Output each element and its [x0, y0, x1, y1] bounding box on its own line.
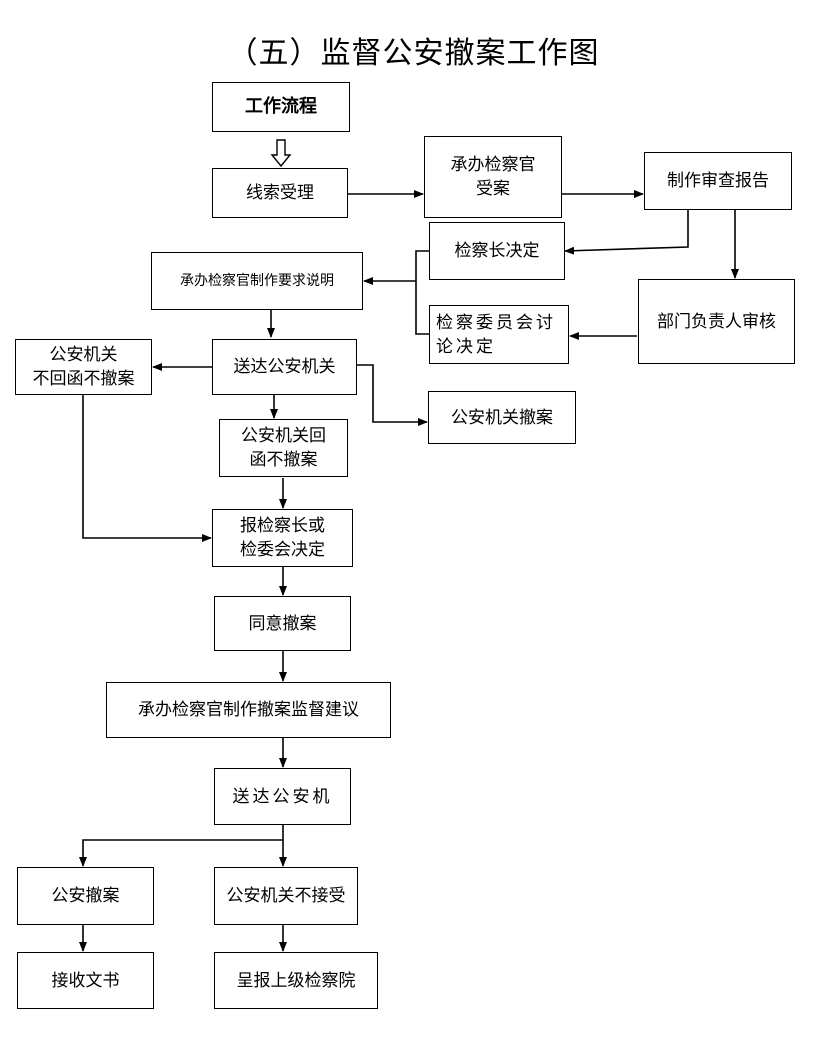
bracket-chief-committee: [415, 250, 429, 335]
box-clue-accept: 线索受理: [212, 168, 348, 218]
box-chief-decide: 检察长决定: [429, 222, 565, 280]
box-dept-head-review: 部门负责人审核: [638, 279, 795, 364]
box-request-explain: 承办检察官制作要求说明: [151, 252, 363, 310]
box-agree-withdraw: 同意撤案: [214, 596, 351, 651]
box-police-no-reply: 公安机关 不回函不撤案: [15, 339, 152, 395]
box-report-upper: 呈报上级检察院: [214, 952, 378, 1009]
arrow-deliver-to-withdraw: [357, 364, 428, 426]
box-committee-discuss: 检察委员会讨 论决定: [429, 305, 569, 364]
arrow-noreply-to-report: [82, 395, 212, 542]
box-police-reply-no: 公安机关回 函不撤案: [219, 419, 348, 477]
box-receive-docs: 接收文书: [17, 952, 154, 1009]
box-prosecutor-accept: 承办检察官 受案: [424, 136, 562, 218]
box-deliver-police2: 送达公安机: [214, 768, 351, 825]
box-workflow: 工作流程: [212, 82, 350, 132]
hollow-arrow-icon: [270, 139, 292, 168]
box-report-decision: 报检察长或 检委会决定: [212, 509, 353, 567]
page-title: （五）监督公安撤案工作图: [227, 36, 600, 71]
box-make-suggestion: 承办检察官制作撤案监督建议: [106, 682, 391, 738]
box-police-withdraw: 公安机关撤案: [428, 391, 576, 444]
box-police-not-accept: 公安机关不接受: [214, 867, 358, 925]
arrow-report-to-chief: [564, 210, 689, 255]
arrow-to-police-withdraw2: [79, 839, 283, 867]
box-deliver-police: 送达公安机关: [212, 339, 357, 395]
box-review-report: 制作审查报告: [644, 152, 792, 210]
box-police-withdraw2: 公安撤案: [17, 867, 154, 925]
